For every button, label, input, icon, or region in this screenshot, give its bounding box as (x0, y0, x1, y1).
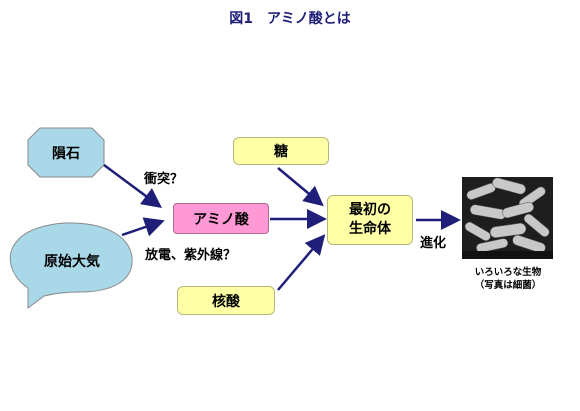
discharge-uv-label: 放電、紫外線？ (145, 248, 237, 263)
nucleic-acid-node: 核酸 (177, 286, 275, 315)
primordial-atmosphere-node: 原始大気 (9, 222, 133, 309)
nucleic-acid-label: 核酸 (212, 293, 240, 310)
sugar-node: 糖 (233, 137, 329, 165)
meteorite-node: 隕石 (27, 127, 105, 178)
primordial-atmosphere-label: 原始大気 (44, 253, 100, 270)
photo-caption-line1: いろいろな生物 (474, 267, 542, 278)
first-lifeform-node: 最初の 生命体 (327, 195, 413, 245)
first-lifeform-label-line1: 最初の (349, 202, 391, 218)
collision-label: 衝突？ (144, 172, 184, 187)
bacteria-photo (462, 177, 553, 259)
bacteria-image (462, 177, 553, 259)
sugar-label: 糖 (274, 144, 288, 160)
arrow-atmosphere-to-amino (121, 217, 165, 237)
photo-caption: いろいろな生物 （写真は細菌） (452, 266, 564, 292)
amino-acid-node: アミノ酸 (173, 203, 269, 234)
meteorite-label: 隕石 (52, 146, 80, 162)
arrow-sugar-to-lifeform (277, 167, 324, 207)
evolution-label: 進化 (420, 236, 447, 251)
figure-title: 図1 アミノ酸とは (229, 11, 351, 27)
first-lifeform-label-line2: 生命体 (349, 221, 391, 237)
arrow-meteorite-to-amino (103, 163, 163, 208)
amino-acid-label: アミノ酸 (193, 211, 249, 228)
arrow-nucleic-to-lifeform (277, 234, 326, 291)
photo-caption-line2: （写真は細菌） (474, 280, 542, 291)
